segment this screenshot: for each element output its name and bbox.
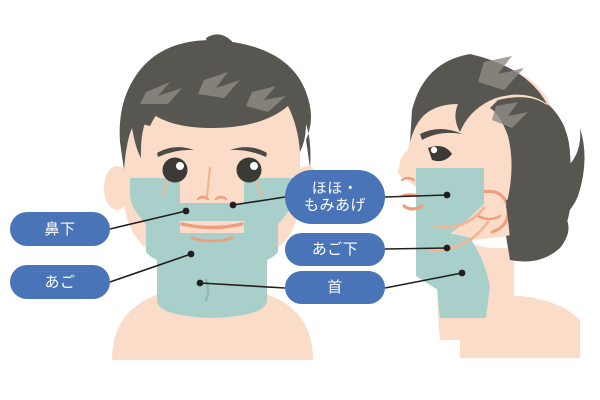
front-upper-lip (180, 222, 244, 230)
side-hair-back (506, 168, 571, 259)
leader-hoho-side (384, 194, 448, 198)
front-eyebrow-left (157, 147, 194, 157)
leader-kubi-side (384, 272, 463, 289)
side-hair (410, 54, 585, 262)
front-region-bika (180, 203, 244, 221)
side-eyebrow (420, 129, 462, 140)
side-jawline-upper (432, 206, 486, 229)
front-eye-right (236, 157, 262, 183)
front-nose-bridge (205, 166, 212, 198)
label-pill-ago-shita[interactable]: あご下 (285, 233, 385, 266)
side-face-view (398, 54, 585, 358)
front-hair-fringe (134, 88, 186, 126)
front-hair-highlight-2 (198, 72, 240, 98)
side-region-hoho (416, 168, 484, 234)
leader-dot-hoho-front (229, 201, 237, 209)
side-eye-highlight (430, 146, 438, 154)
front-eye-left-highlight (176, 162, 184, 170)
side-ear-inner (476, 214, 502, 221)
side-nostril (400, 176, 416, 182)
front-region-hoho-left (130, 178, 180, 224)
front-hair (119, 40, 312, 170)
front-ear-left (104, 166, 130, 210)
leader-dot-ago-shita (443, 244, 451, 252)
front-throat-line (204, 278, 210, 302)
front-hair-tuft (206, 34, 236, 48)
leader-lines (109, 191, 466, 289)
front-region-hoho-right (244, 178, 294, 224)
side-nose (398, 148, 416, 180)
front-region-ago (146, 233, 278, 272)
leader-dot-hoho-side (443, 191, 451, 199)
front-eyebrow-right (230, 147, 267, 157)
leader-dot-ago (187, 250, 195, 258)
front-hair-highlight-1 (140, 82, 182, 104)
label-pill-hoho-momiage[interactable]: ほほ・ もみあげ (285, 170, 385, 224)
leader-dot-bika (182, 207, 190, 215)
leader-ago-shita-side (384, 247, 448, 250)
front-nostril-left (196, 195, 210, 201)
leader-hoho-front (232, 196, 286, 206)
leader-bika (109, 210, 187, 230)
leader-ago (109, 253, 192, 283)
front-lower-lip (190, 236, 234, 243)
front-nostril-right (214, 195, 228, 201)
side-jawline-lower (428, 220, 490, 252)
leader-dot-kubi-side (458, 269, 466, 277)
front-region-jaw-left (146, 224, 180, 252)
front-eye-left (162, 157, 188, 183)
front-region-jaw-right (244, 224, 278, 252)
side-lower-lip (402, 204, 424, 211)
side-hair-highlight-1 (478, 56, 524, 90)
front-hair-highlight-3 (246, 86, 286, 112)
side-hair-highlight-2 (492, 102, 528, 128)
side-ear (478, 189, 509, 232)
label-pill-ago[interactable]: あご (10, 265, 110, 299)
leader-kubi-front (199, 282, 286, 289)
front-eye-right-highlight (250, 162, 258, 170)
label-pill-bika[interactable]: 鼻下 (10, 212, 110, 246)
label-pill-kubi[interactable]: 首 (285, 271, 385, 304)
leader-dot-kubi-front (196, 279, 204, 287)
